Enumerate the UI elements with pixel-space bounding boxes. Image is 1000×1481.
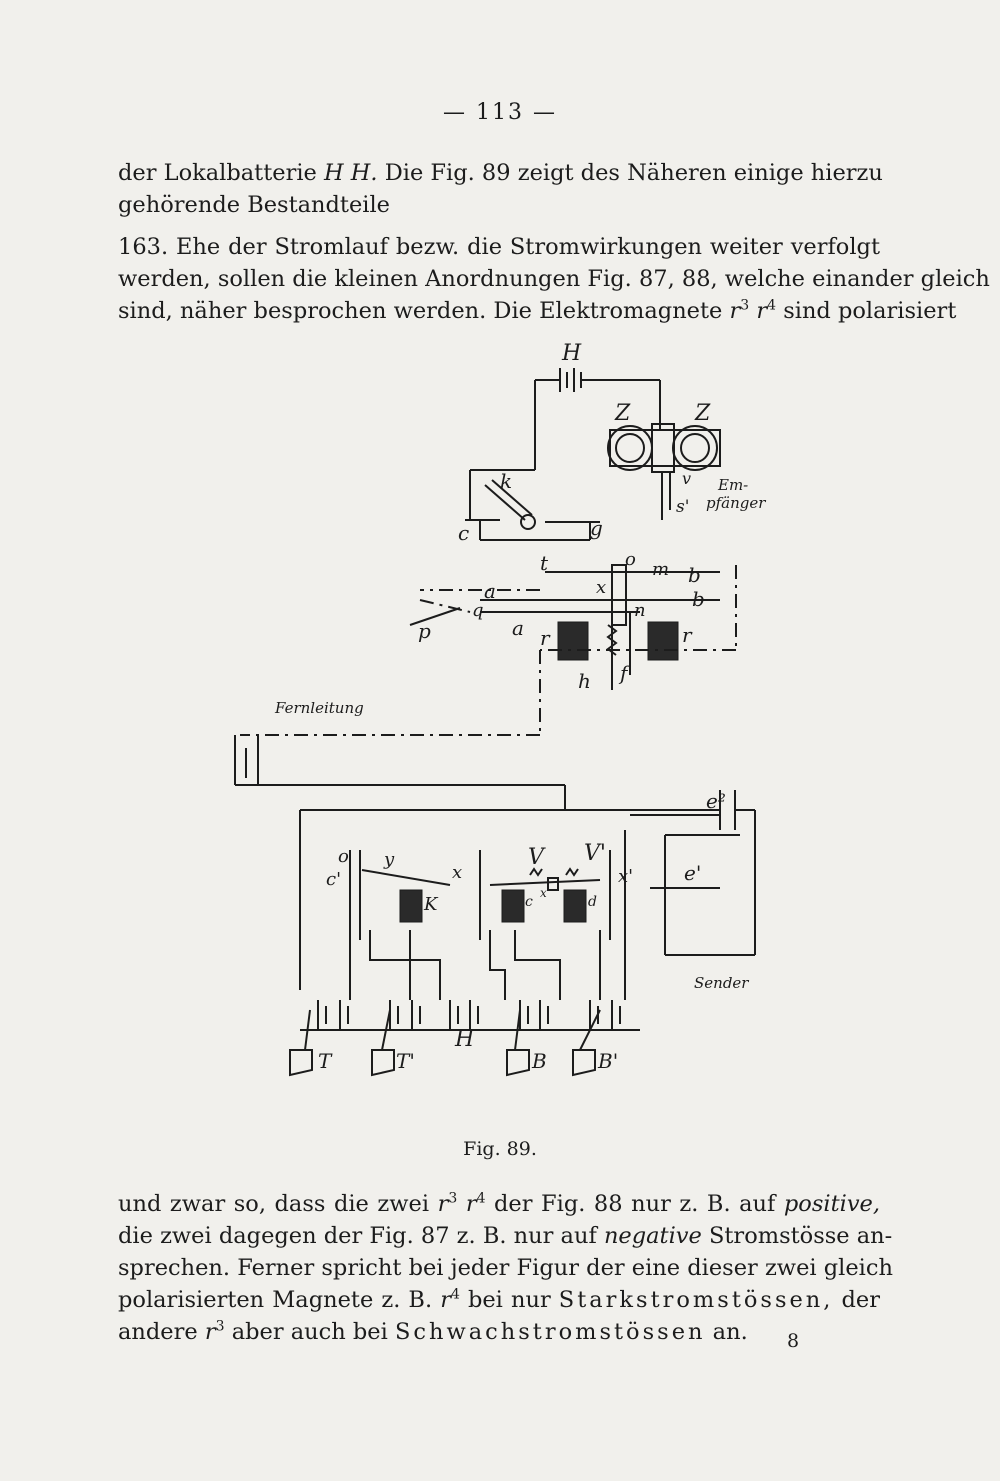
- svg-text:o: o: [338, 846, 349, 867]
- text-line: der Lokalbatterie H H. Die Fig. 89 zeigt…: [118, 160, 883, 186]
- key-k: [465, 469, 600, 541]
- svg-text:v: v: [682, 469, 691, 488]
- fernleitung-line: [234, 734, 566, 810]
- svg-text:c: c: [525, 894, 533, 910]
- text-line: und zwar so, dass die zwei r3 r4 der Fig…: [118, 1190, 881, 1217]
- text-line: sprechen. Ferner spricht bei jeder Figur…: [118, 1255, 893, 1281]
- svg-text:k: k: [500, 469, 512, 493]
- svg-text:H: H: [561, 341, 582, 366]
- svg-text:Fernleitung: Fernleitung: [274, 699, 364, 717]
- page-number-header: — 113 —: [443, 100, 557, 125]
- svg-text:e²: e²: [706, 789, 726, 813]
- svg-text:n: n: [634, 600, 646, 621]
- battery-row: [317, 1000, 621, 1030]
- svg-text:x: x: [452, 862, 462, 883]
- text-line: 163. Ehe der Stromlauf bezw. die Stromwi…: [118, 234, 880, 260]
- svg-text:o: o: [625, 549, 636, 570]
- relay-section: [409, 564, 737, 735]
- svg-text:h: h: [578, 669, 591, 693]
- text-line: polarisierten Magnete z. B. r4 bei nur S…: [118, 1286, 881, 1313]
- svg-text:T: T: [318, 1049, 333, 1073]
- svg-text:Z: Z: [614, 401, 631, 426]
- svg-text:Em-: Em-: [717, 476, 748, 494]
- svg-text:T': T': [396, 1049, 415, 1073]
- svg-text:b: b: [688, 563, 701, 587]
- svg-text:q: q: [472, 600, 484, 621]
- figure-caption: Fig. 89.: [463, 1138, 537, 1160]
- paragraph-positive-negative: und zwar so, dass die zwei r3 r4 der Fig…: [118, 1188, 893, 1348]
- svg-text:Sender: Sender: [694, 974, 749, 992]
- svg-text:pfänger: pfänger: [706, 494, 766, 512]
- text-line: andere r3 aber auch bei Schwachstromstös…: [118, 1318, 748, 1345]
- svg-text:e': e': [684, 861, 701, 885]
- svg-text:b: b: [692, 587, 705, 611]
- svg-text:B': B': [597, 1049, 618, 1073]
- svg-text:B: B: [531, 1049, 547, 1073]
- svg-text:r: r: [682, 623, 693, 647]
- svg-text:g: g: [590, 516, 603, 540]
- svg-text:c: c: [458, 521, 469, 545]
- paragraph-163: 163. Ehe der Stromlauf bezw. die Stromwi…: [118, 231, 990, 327]
- sender-section: [300, 790, 756, 956]
- svg-text:H: H: [454, 1027, 475, 1052]
- svg-text:Z: Z: [694, 401, 711, 426]
- ground-plates: [289, 1009, 601, 1077]
- svg-text:t: t: [540, 551, 549, 575]
- text-line: die zwei dagegen der Fig. 87 z. B. nur a…: [118, 1223, 893, 1249]
- receiver-magnets-Z: [607, 423, 721, 520]
- svg-text:a: a: [512, 616, 524, 640]
- text-line: gehörende Bestandteile: [118, 192, 390, 218]
- svg-text:p: p: [418, 619, 431, 643]
- svg-text:y: y: [383, 849, 395, 870]
- text-line: werden, sollen die kleinen Anordnungen F…: [118, 266, 990, 292]
- text-line: sind, näher besprochen werden. Die Elekt…: [118, 297, 957, 324]
- svg-text:r: r: [540, 626, 551, 650]
- paragraph-lokalbatterie: der Lokalbatterie H H. Die Fig. 89 zeigt…: [118, 157, 883, 221]
- figure-labels: H Z Z v Em- pfänger s' k c g t o m b b x…: [274, 341, 766, 1073]
- svg-text:m: m: [652, 559, 669, 580]
- svg-text:K: K: [423, 894, 439, 915]
- battery-H-top: [534, 368, 661, 470]
- svg-text:x: x: [540, 886, 547, 900]
- svg-text:x: x: [596, 577, 606, 598]
- svg-text:s': s': [676, 497, 689, 517]
- svg-text:d: d: [588, 894, 597, 910]
- svg-text:V': V': [584, 841, 606, 866]
- svg-text:V: V: [528, 845, 546, 870]
- signature-mark: 8: [787, 1330, 800, 1352]
- svg-text:c': c': [326, 869, 341, 890]
- svg-text:a: a: [484, 579, 496, 603]
- svg-text:x': x': [618, 866, 633, 887]
